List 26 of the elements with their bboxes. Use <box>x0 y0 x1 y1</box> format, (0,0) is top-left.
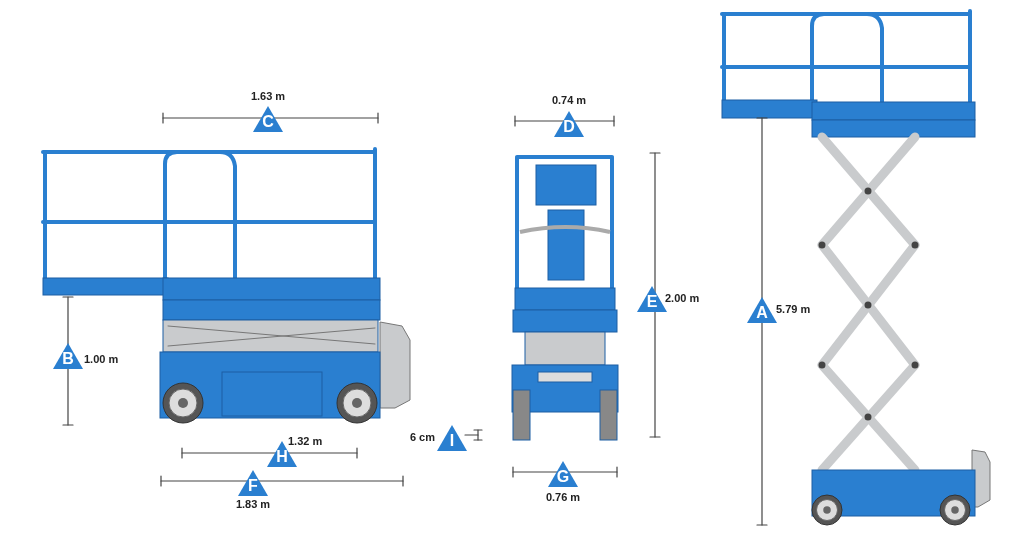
dimension-label: 0.76 m <box>544 491 582 504</box>
callout-triangle <box>747 297 777 323</box>
dimension-label: 6 cm <box>409 431 435 444</box>
callout-triangle <box>238 470 268 496</box>
callout-triangle <box>554 111 584 137</box>
callout-triangle <box>637 286 667 312</box>
callout-triangle <box>253 106 283 132</box>
dimension-label: 5.79 m <box>776 303 811 316</box>
dimension-label: 1.83 m <box>234 498 272 511</box>
callout-letter: D <box>562 118 576 136</box>
dimension-label: 0.74 m <box>550 94 588 107</box>
callout-triangle <box>437 425 467 451</box>
callout-letter: E <box>645 293 659 311</box>
callout-letter: I <box>448 432 456 450</box>
dimension-label: 1.63 m <box>249 90 287 103</box>
callout-letter: C <box>261 113 275 131</box>
dimension-label: 2.00 m <box>665 292 700 305</box>
callout-letter: F <box>247 477 259 495</box>
dimension-label: 1.00 m <box>84 353 119 366</box>
callout-triangle <box>548 461 578 487</box>
callout-letter: A <box>755 304 769 322</box>
callout-letter: H <box>275 448 289 466</box>
callout-letter: G <box>555 468 571 486</box>
callout-triangle <box>53 343 83 369</box>
dimension-label: 1.32 m <box>288 435 323 448</box>
callout-letter: B <box>61 350 75 368</box>
